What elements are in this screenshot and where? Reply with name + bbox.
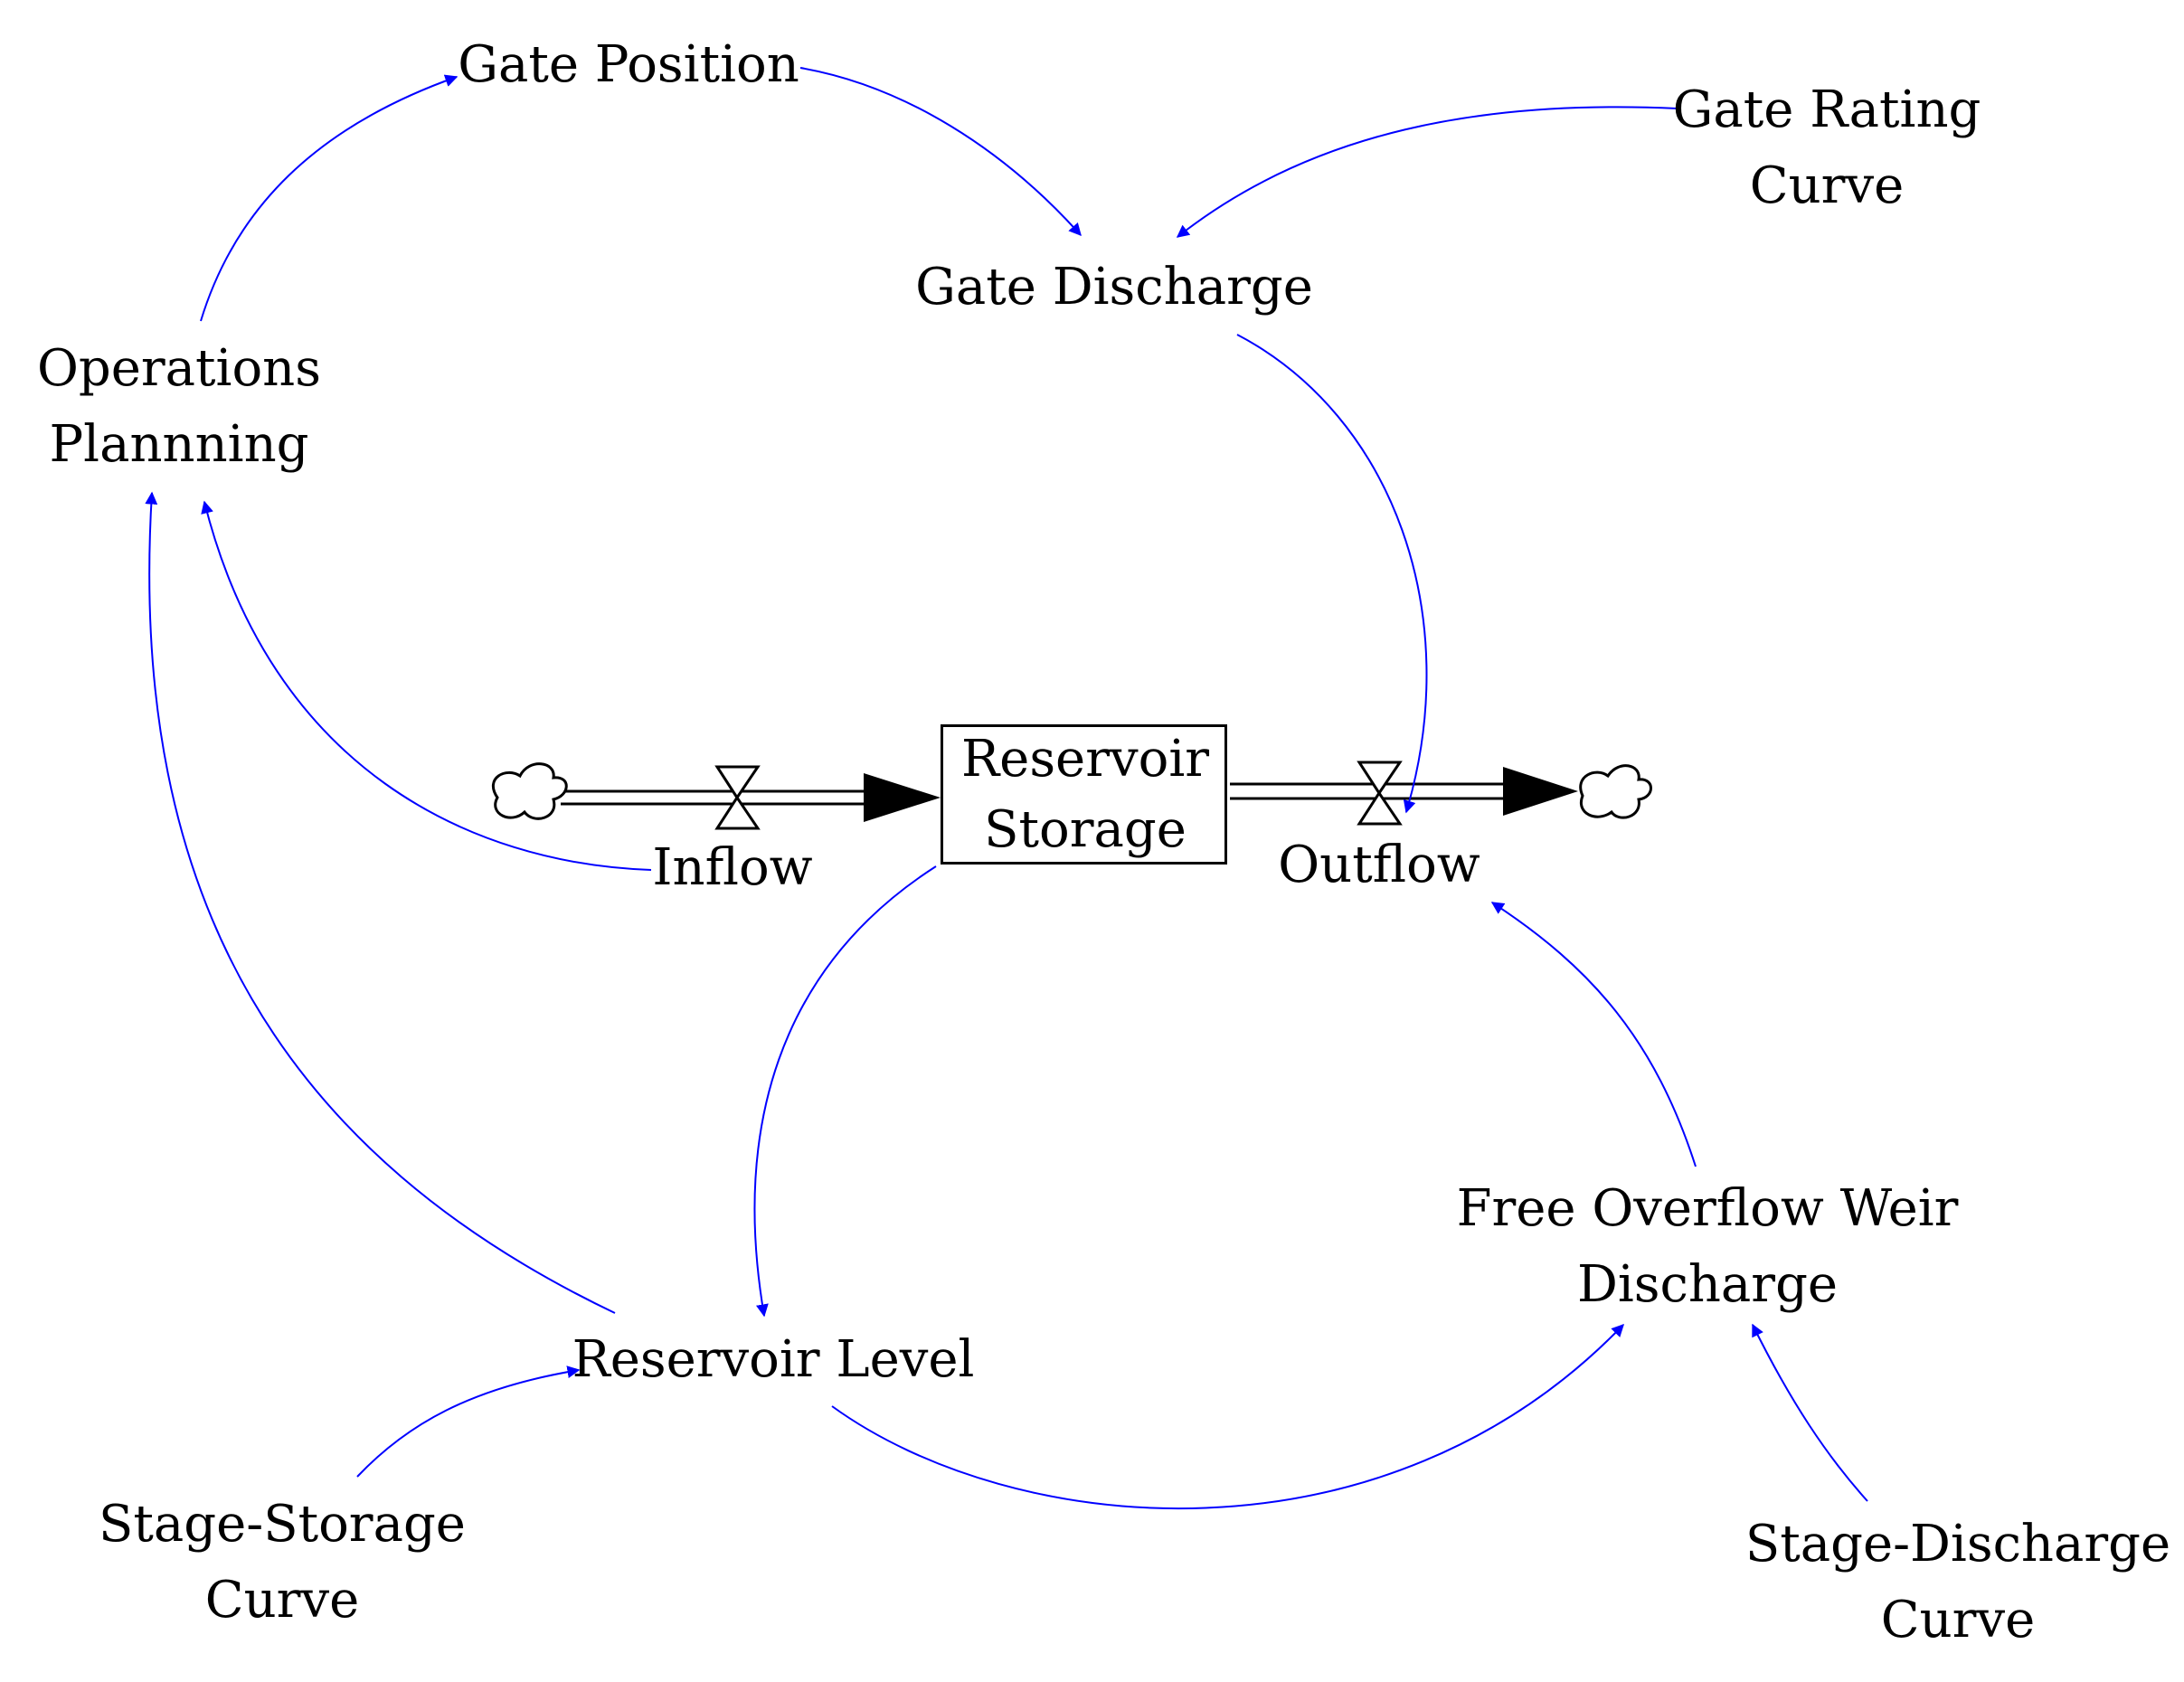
free-overflow-weir-discharge-label[interactable]: Free Overflow Weir Discharge	[1456, 1179, 1959, 1314]
inflow-pipe	[561, 773, 941, 822]
link-gate-discharge-to-outflow	[1236, 334, 1428, 814]
reservoir-storage-label: Reservoir Storage	[961, 730, 1209, 859]
link-stage-storage-to-reservoir-level	[356, 1365, 581, 1478]
link-inflow-to-ops	[201, 500, 652, 871]
stage-discharge-curve-label[interactable]: Stage-Discharge Curve	[1744, 1515, 2171, 1649]
cloud-icon	[491, 762, 568, 820]
link-storage-to-reservoir-level	[753, 865, 937, 1318]
link-weir-to-outflow	[1490, 902, 1697, 1167]
inflow-label[interactable]: Inflow	[652, 838, 813, 897]
reservoir-level-label[interactable]: Reservoir Level	[572, 1330, 975, 1389]
outflow-label[interactable]: Outflow	[1278, 836, 1480, 894]
gate-position-label[interactable]: Gate Position	[458, 35, 799, 94]
gate-rating-curve-label[interactable]: Gate Rating Curve	[1672, 80, 1981, 215]
link-ops-to-gate-position	[200, 74, 459, 322]
reservoir-storage-stock[interactable]	[941, 724, 1227, 865]
operations-planning-label[interactable]: Operations Plannning	[37, 339, 321, 474]
link-rating-curve-to-gate-discharge	[1176, 106, 1678, 238]
link-reservoir-level-to-ops	[145, 491, 616, 1314]
link-reservoir-level-to-weir	[831, 1323, 1624, 1509]
link-gate-position-to-gate-discharge	[799, 67, 1082, 237]
cloud-icon	[1579, 764, 1652, 819]
link-stage-discharge-to-weir	[1752, 1323, 1868, 1502]
valve-icon[interactable]	[714, 765, 761, 830]
stage-storage-curve-label[interactable]: Stage-Storage Curve	[99, 1495, 466, 1630]
outflow-pipe	[1230, 767, 1578, 816]
valve-icon[interactable]	[1357, 761, 1403, 826]
gate-discharge-label[interactable]: Gate Discharge	[915, 258, 1313, 317]
